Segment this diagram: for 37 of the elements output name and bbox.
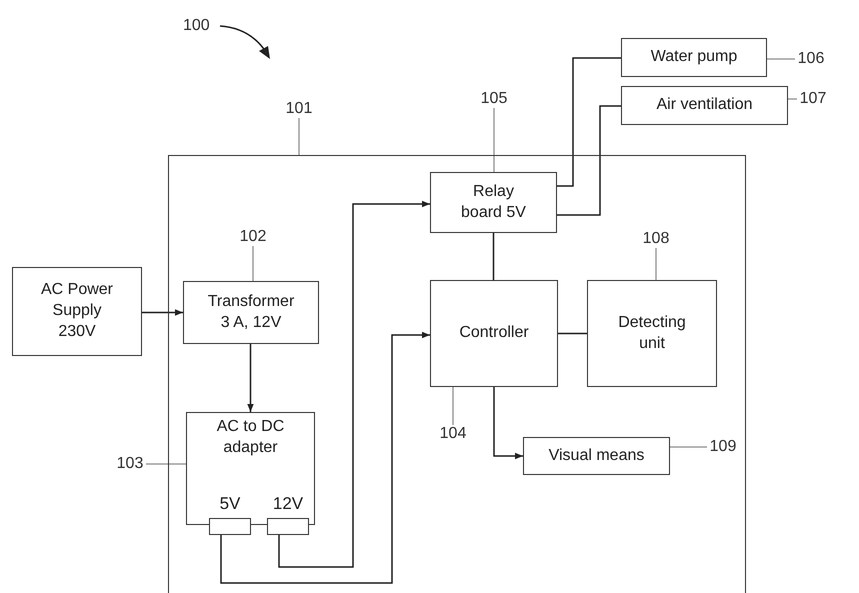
- connector-line: [142, 309, 183, 316]
- reference-numeral: 108: [640, 230, 672, 248]
- leader-line: [252, 246, 254, 282]
- block-box: Transformer 3 A, 12V: [183, 281, 319, 344]
- connector-line: [558, 332, 587, 334]
- reference-numeral: 101: [283, 100, 315, 118]
- leader-line: [788, 98, 798, 100]
- reference-numeral: 103: [114, 455, 146, 473]
- connector-line: [557, 57, 621, 187]
- port-label: 5V: [220, 493, 240, 515]
- block-box: Visual means: [523, 437, 670, 475]
- reference-numeral: 107: [797, 90, 829, 108]
- connector-line: [220, 332, 430, 584]
- reference-numeral: 104: [437, 425, 469, 443]
- leader-line: [766, 58, 796, 60]
- reference-numeral: 100: [183, 16, 210, 36]
- block-box: Air ventilation: [621, 86, 788, 125]
- block-label: AC to DC adapter: [216, 417, 286, 458]
- housing-box: [168, 155, 746, 593]
- reference-numeral: 102: [237, 228, 269, 246]
- block-box: Relay board 5V: [430, 172, 557, 233]
- connector-line: [247, 344, 254, 412]
- reference-numeral: 105: [478, 90, 510, 108]
- connector-line: [493, 387, 523, 460]
- block-box: Controller: [430, 280, 558, 387]
- port-label: 12V: [272, 493, 304, 515]
- leader-line: [670, 446, 708, 448]
- connector-line: [278, 200, 430, 568]
- block-box: Water pump: [621, 38, 767, 77]
- block-box: AC Power Supply 230V: [12, 267, 142, 356]
- block-box: Detecting unit: [587, 280, 717, 387]
- reference-numeral: 109: [707, 438, 739, 456]
- connector-line: [557, 105, 621, 216]
- reference-numeral: 106: [795, 50, 827, 68]
- connector-line: [492, 233, 494, 280]
- leader-line: [298, 118, 300, 156]
- leader-line: [452, 386, 454, 426]
